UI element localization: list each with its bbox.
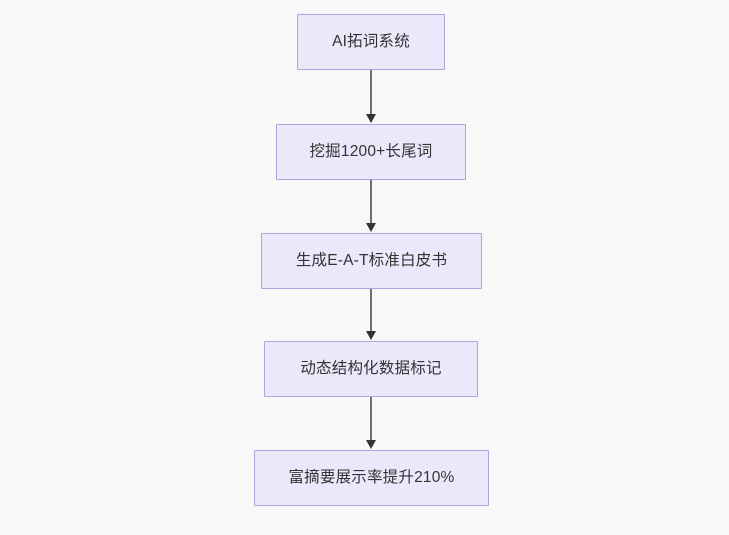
flowchart-node-ai-keyword-system[interactable]: AI拓词系统	[297, 14, 445, 70]
flowchart-node-dynamic-structured-data-markup[interactable]: 动态结构化数据标记	[264, 341, 478, 397]
arrow-down-icon	[365, 440, 376, 449]
flowchart-node-label: 挖掘1200+长尾词	[309, 143, 433, 161]
flowchart-node-mine-longtail-keywords[interactable]: 挖掘1200+长尾词	[276, 124, 466, 180]
arrow-down-icon	[365, 331, 376, 340]
flowchart-node-rich-snippet-impression-uplift[interactable]: 富摘要展示率提升210%	[254, 450, 489, 506]
flowchart-edge-3-line	[370, 289, 372, 332]
flowchart-node-generate-eat-whitepaper[interactable]: 生成E-A-T标准白皮书	[261, 233, 482, 289]
flowchart-node-label: 富摘要展示率提升210%	[288, 469, 455, 487]
flowchart-edge-1-line	[370, 70, 372, 115]
flowchart-node-label: 生成E-A-T标准白皮书	[295, 252, 448, 270]
flowchart-edge-2-line	[370, 180, 372, 224]
arrow-down-icon	[365, 223, 376, 232]
flowchart-node-label: AI拓词系统	[332, 33, 410, 51]
arrow-down-icon	[365, 114, 376, 123]
flowchart-node-label: 动态结构化数据标记	[300, 360, 442, 378]
flowchart-edge-4-line	[370, 397, 372, 441]
